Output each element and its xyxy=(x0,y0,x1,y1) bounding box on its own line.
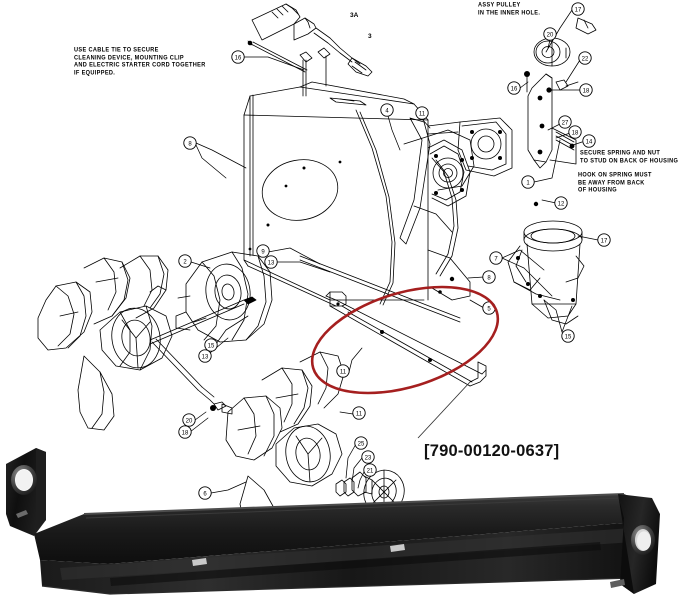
annotation-cable-tie: USE CABLE TIE TO SECURE CLEANING DEVICE,… xyxy=(74,47,206,77)
callout-label-3: 3 xyxy=(368,33,372,40)
svg-text:14: 14 xyxy=(586,139,593,145)
auger-right xyxy=(225,351,345,531)
svg-text:11: 11 xyxy=(419,111,426,117)
annotation-secure-spring: SECURE SPRING AND NUT TO STUD ON BACK OF… xyxy=(580,150,679,165)
belt-cover-plate xyxy=(427,117,513,177)
svg-text:25: 25 xyxy=(358,441,365,447)
svg-text:1: 1 xyxy=(526,180,530,186)
svg-text:8: 8 xyxy=(188,141,192,147)
svg-text:22: 22 xyxy=(582,56,589,62)
scraper-bar-photo xyxy=(6,448,660,595)
auger-gearbox xyxy=(175,251,273,343)
svg-text:2: 2 xyxy=(183,259,187,265)
auger-left xyxy=(37,255,173,431)
scraper-bar-highlight-ellipse xyxy=(310,285,500,395)
svg-text:15: 15 xyxy=(565,334,572,340)
svg-text:18: 18 xyxy=(182,430,189,436)
svg-text:21: 21 xyxy=(367,468,374,474)
svg-text:20: 20 xyxy=(547,32,554,38)
auger-shaft xyxy=(149,296,257,415)
svg-text:20: 20 xyxy=(186,418,193,424)
impeller xyxy=(403,129,475,233)
svg-text:15: 15 xyxy=(208,343,215,349)
svg-text:11: 11 xyxy=(340,369,347,375)
svg-text:16: 16 xyxy=(511,86,518,92)
right-end-bracket xyxy=(610,494,660,594)
annotation-hook-spring: HOOK ON SPRING MUST BE AWAY FROM BACK OF… xyxy=(578,172,652,195)
svg-text:17: 17 xyxy=(601,238,608,244)
svg-text:6: 6 xyxy=(203,491,207,497)
scraper-bar-body xyxy=(34,493,648,595)
callout-label-3a: 3A xyxy=(350,12,359,19)
callout-group: 16 8 4 11 20 17 16 22 18 27 18 14 1 12 7… xyxy=(178,2,611,500)
svg-text:9: 9 xyxy=(261,249,265,255)
svg-text:13: 13 xyxy=(268,260,275,266)
discharge-chute xyxy=(507,201,585,325)
svg-text:16: 16 xyxy=(235,55,242,61)
svg-text:5: 5 xyxy=(487,306,491,312)
svg-text:27: 27 xyxy=(562,120,569,126)
svg-text:12: 12 xyxy=(558,201,565,207)
svg-text:8: 8 xyxy=(487,275,491,281)
svg-text:18: 18 xyxy=(572,130,579,136)
svg-text:17: 17 xyxy=(575,7,582,13)
svg-text:4: 4 xyxy=(385,108,389,114)
left-end-bracket xyxy=(6,448,46,536)
svg-text:18: 18 xyxy=(583,88,590,94)
cleaning-tool-part xyxy=(247,3,373,97)
svg-text:7: 7 xyxy=(494,256,498,262)
part-number-label: [790-00120-0637] xyxy=(424,442,560,460)
svg-text:11: 11 xyxy=(356,411,363,417)
svg-text:13: 13 xyxy=(202,354,209,360)
annotation-assy-pulley: ASSY PULLEY IN THE INNER HOLE. xyxy=(478,2,541,17)
scraper-bar-part xyxy=(325,291,487,387)
svg-text:23: 23 xyxy=(365,455,372,461)
